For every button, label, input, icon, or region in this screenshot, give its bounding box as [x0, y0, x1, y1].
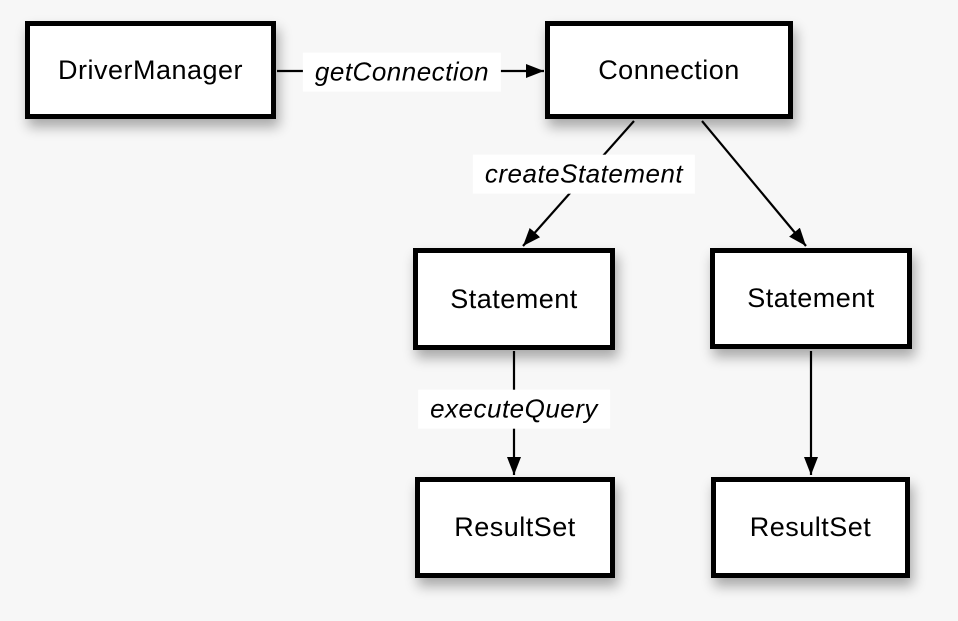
node-resultset-left: ResultSet — [415, 477, 615, 578]
node-statement-right-label: Statement — [747, 283, 875, 313]
edge-label-executequery: executeQuery — [418, 389, 610, 429]
arrow-connection-to-statement-right — [701, 120, 807, 247]
node-drivermanager-label: DriverManager — [57, 54, 244, 85]
node-resultset-right-label: ResultSet — [749, 512, 872, 542]
edge-label-getconnection: getConnection — [302, 52, 502, 92]
node-statement-right: Statement — [710, 248, 912, 349]
node-resultset-left-label: ResultSet — [454, 512, 576, 542]
node-connection: Connection — [545, 21, 793, 119]
node-statement-left: Statement — [413, 248, 615, 350]
edge-label-createstatement: createStatement — [472, 154, 696, 194]
node-resultset-right: ResultSet — [711, 477, 910, 578]
node-drivermanager: DriverManager — [25, 21, 276, 119]
node-connection-label: Connection — [598, 54, 740, 85]
node-statement-left-label: Statement — [450, 283, 578, 314]
